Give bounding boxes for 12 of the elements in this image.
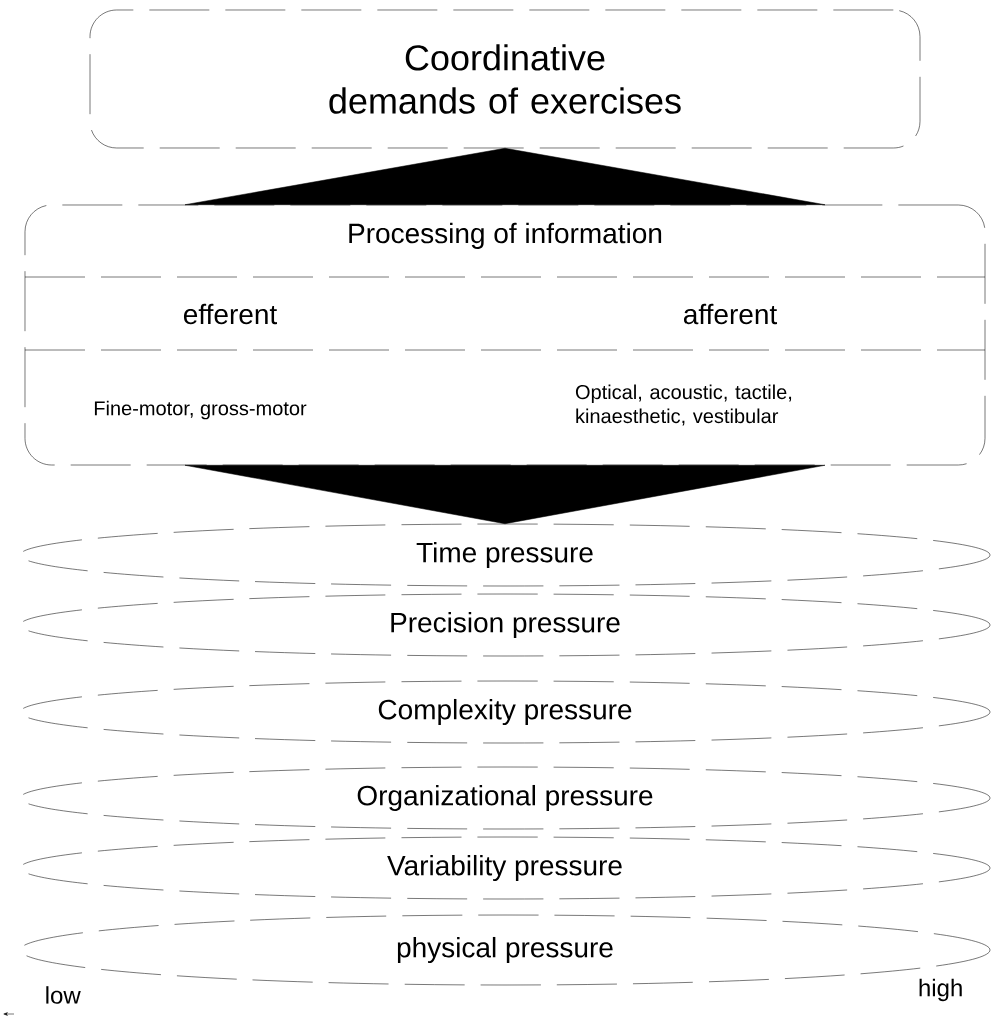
label-text: efferent [183, 303, 277, 325]
wedge-arrow [184, 465, 826, 524]
ellipse-band: Complexity pressure [19, 680, 991, 744]
ellipse-band: Variability pressure [19, 836, 991, 900]
label-text: Fine-motor, gross-motor [94, 400, 307, 420]
ellipse-band: Time pressure [19, 523, 991, 587]
label-text: Optical, acoustic, tactile, kinaesthetic, vestibular [575, 384, 792, 426]
label-text: afferent [684, 303, 777, 325]
wedge-arrow [184, 148, 826, 205]
ellipse-band: Precision pressure [19, 593, 991, 657]
rounded-box: Coordinative demands of exercises [89, 9, 921, 149]
ellipse-band: Organizational pressure [19, 766, 991, 830]
